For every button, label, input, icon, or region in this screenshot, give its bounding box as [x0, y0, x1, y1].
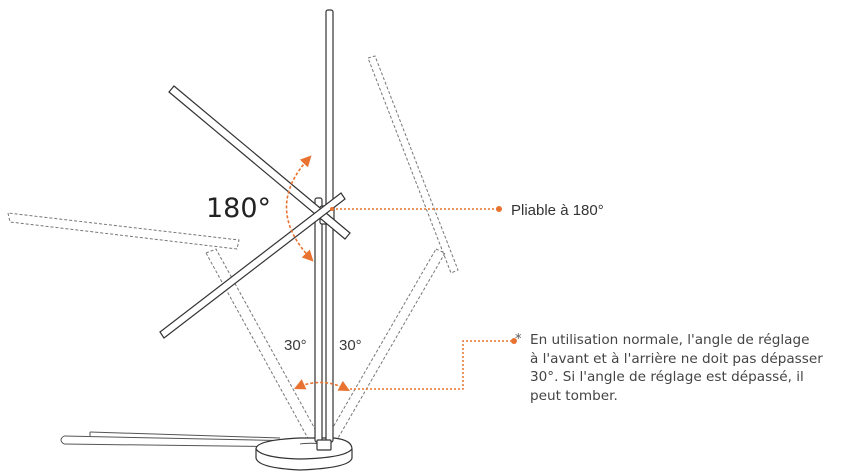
tilt-right-angle-label: 30°	[339, 337, 362, 354]
note-line: 30°. Si l'angle de réglage est dépassé, …	[530, 369, 804, 385]
note-line: peut tomber.	[530, 387, 618, 404]
fold-callout-line	[330, 206, 502, 212]
lamp-arm-lower	[159, 192, 346, 339]
ghost-tilted-right	[320, 55, 459, 453]
fold-arc-arrow	[285, 155, 314, 262]
note-line: à l'avant et à l'arrière ne doit pas dép…	[530, 350, 823, 367]
ghost-folded-left	[7, 212, 327, 454]
tilt-left-angle-label: 30°	[284, 337, 307, 354]
lamp-base	[255, 437, 353, 471]
note-marker: *	[515, 332, 522, 347]
note-line: En utilisation normale, l'angle de régla…	[530, 332, 810, 348]
usage-note: * En utilisation normale, l'angle de rég…	[515, 331, 855, 405]
fold-callout-label: Pliable à 180°	[511, 202, 604, 219]
tilt-arc-arrow	[293, 379, 350, 392]
note-callout-dot	[511, 338, 517, 344]
fold-angle-label: 180°	[206, 193, 272, 224]
note-callout-line	[346, 340, 512, 390]
